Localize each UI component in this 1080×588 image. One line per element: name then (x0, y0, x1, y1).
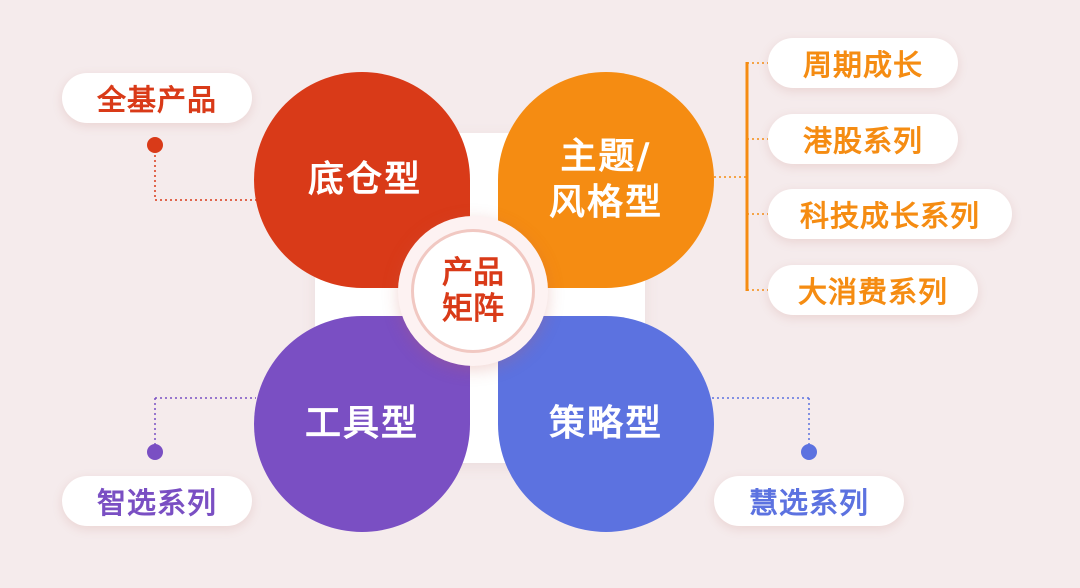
center-circle: 产品 矩阵 (398, 216, 548, 366)
petal-theme-style-line2: 风格型 (548, 182, 663, 223)
petal-base-position-label: 底仓型 (307, 159, 422, 200)
petal-theme-style-label: 主题/ 风格型 (549, 134, 663, 226)
connector-bottom-left-dot (147, 444, 163, 460)
tag-wise-select-series: 慧选系列 (714, 476, 904, 526)
tag-cycle-growth-label: 周期成长 (802, 48, 923, 82)
tag-base-all-products-label: 全基产品 (96, 83, 217, 117)
connector-top-left-dot (147, 137, 163, 153)
tag-hk-stock-series: 港股系列 (768, 114, 958, 164)
connector-bottom-right-dot (801, 444, 817, 460)
tag-consumer-series: 大消费系列 (768, 265, 978, 315)
tag-cycle-growth: 周期成长 (768, 38, 958, 88)
center-title-line1: 产品 (442, 255, 504, 291)
tag-consumer-series-label: 大消费系列 (797, 275, 948, 309)
tag-base-all-products: 全基产品 (62, 73, 252, 123)
petal-tool-label: 工具型 (304, 403, 419, 444)
tag-smart-select-series-label: 智选系列 (96, 486, 217, 520)
tag-tech-growth-series-label: 科技成长系列 (799, 199, 980, 233)
petal-theme-style-line1: 主题/ (560, 136, 652, 177)
tag-smart-select-series: 智选系列 (62, 476, 252, 526)
tag-wise-select-series-label: 慧选系列 (748, 486, 869, 520)
center-title-line2: 矩阵 (442, 291, 504, 327)
tag-tech-growth-series: 科技成长系列 (768, 189, 1012, 239)
tag-hk-stock-series-label: 港股系列 (802, 124, 923, 158)
petal-strategy: 策略型 (498, 316, 714, 532)
center-circle-inner: 产品 矩阵 (411, 229, 535, 353)
petal-tool: 工具型 (254, 316, 470, 532)
petal-strategy-label: 策略型 (548, 403, 663, 444)
